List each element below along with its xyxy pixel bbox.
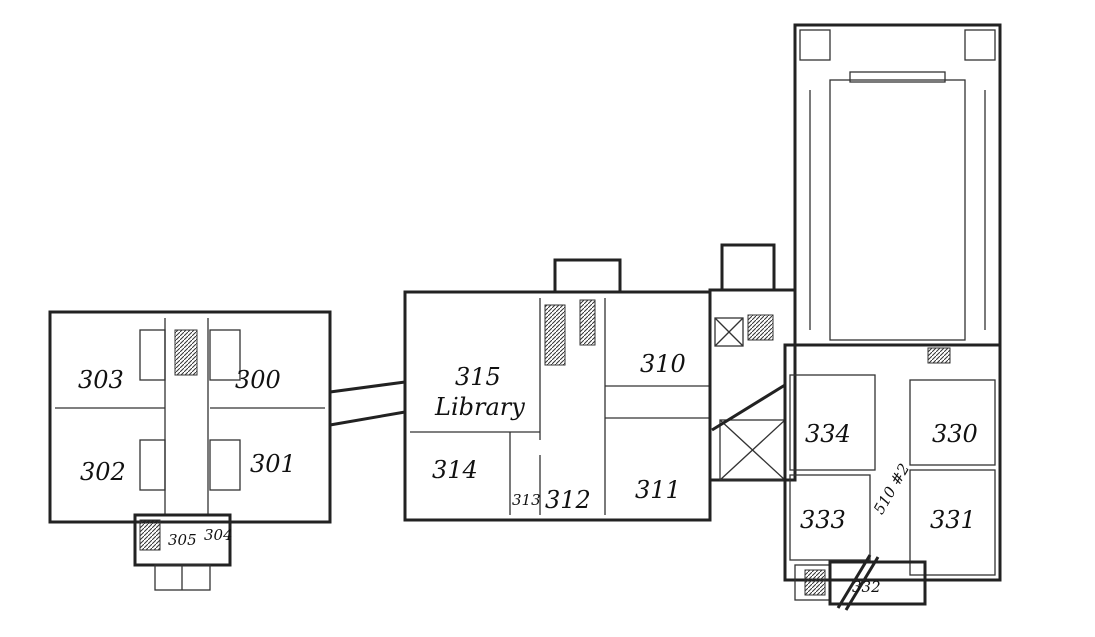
middle-wing — [403, 258, 712, 522]
room-303-label: 303 — [78, 366, 124, 394]
room-315-label: 315 — [455, 363, 501, 391]
room-305-label: 305 — [168, 531, 197, 549]
room-302-label: 302 — [80, 458, 126, 486]
room-310-label: 310 — [640, 350, 686, 378]
room-334-label: 334 — [805, 420, 851, 448]
room-332-label: 332 — [852, 578, 881, 596]
room-301-label: 301 — [250, 450, 296, 478]
room-300-label: 300 — [235, 366, 281, 394]
connector-block — [708, 243, 797, 482]
corridor-note-label: 510 #2 — [870, 460, 913, 517]
west-wing — [48, 310, 332, 591]
room-304-label: 304 — [204, 526, 233, 544]
room-314-label: 314 — [432, 456, 478, 484]
east-wing — [783, 23, 1002, 611]
room-311-label: 311 — [635, 476, 681, 504]
room-331-label: 331 — [930, 506, 976, 534]
connecting-corridor — [329, 380, 406, 427]
room-315-name: Library — [434, 393, 525, 421]
room-312-label: 312 — [545, 486, 591, 514]
room-313-label: 313 — [512, 491, 541, 509]
room-330-label: 330 — [932, 420, 978, 448]
room-333-label: 333 — [800, 506, 846, 534]
